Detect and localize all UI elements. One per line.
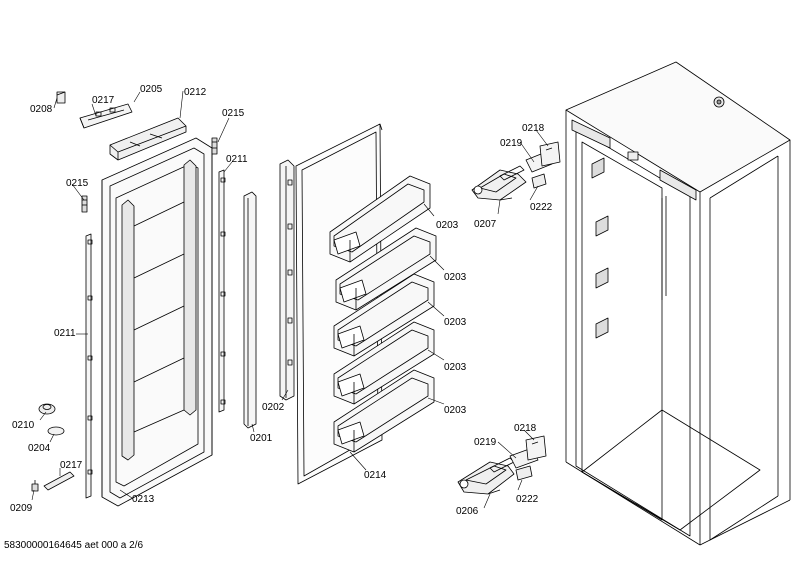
part-0215-top-clip (211, 137, 218, 155)
drawing-code: 58300000164645 aet 000 a 2/6 (4, 540, 144, 551)
label-0214: 0214 (364, 470, 387, 481)
label-0218-top: 0218 (522, 123, 545, 134)
label-0211-middle: 0211 (226, 154, 248, 165)
label-0203-3: 0203 (444, 317, 467, 328)
part-0222-screw-bottom (515, 465, 533, 481)
part-0209-screw (31, 480, 39, 492)
label-0205: 0205 (140, 84, 163, 95)
label-0217-bottom: 0217 (60, 460, 83, 471)
label-0219-top: 0219 (500, 138, 523, 149)
part-0203-shelf-4 (333, 321, 435, 405)
part-0222-screw-top (531, 173, 547, 189)
label-0207: 0207 (474, 219, 497, 230)
label-0203-5: 0203 (444, 405, 467, 416)
part-labels: 0208 0217 0205 0212 0215 0211 0215 0211 … (10, 84, 553, 517)
part-0212-cover (109, 117, 187, 161)
part-0205-bracket (79, 103, 133, 129)
label-0202: 0202 (262, 402, 285, 413)
part-0203-shelf-2 (335, 227, 437, 311)
label-0219-bottom: 0219 (474, 437, 497, 448)
part-0204-cap (47, 426, 65, 436)
part-0203-shelf-3 (333, 273, 435, 357)
leader-lines (31, 90, 549, 509)
part-0202-rail (279, 159, 295, 401)
part-0208-clip (56, 91, 66, 104)
label-0211-left: 0211 (54, 328, 76, 339)
label-0218-bottom: 0218 (514, 423, 537, 434)
label-0203-4: 0203 (444, 362, 467, 373)
label-0213: 0213 (132, 494, 155, 505)
label-0201: 0201 (250, 433, 273, 444)
label-0203-2: 0203 (444, 272, 467, 283)
part-0211-left-rail (85, 233, 93, 499)
part-0201-strip (243, 191, 257, 429)
label-0208: 0208 (30, 104, 53, 115)
label-0209: 0209 (10, 503, 33, 514)
label-0222-bottom: 0222 (516, 494, 539, 505)
part-0218-plate-bottom (525, 435, 547, 461)
part-0203-shelf-1 (329, 175, 431, 263)
label-0215-left: 0215 (66, 178, 89, 189)
part-0213-door-frame (101, 137, 213, 507)
part-0207-hinge-top (471, 165, 527, 201)
part-0217-bottom-strip (43, 471, 75, 491)
part-0203-shelf-5 (333, 369, 435, 453)
label-0210: 0210 (12, 420, 35, 431)
label-0222-top: 0222 (530, 202, 553, 213)
part-0218-plate-top (539, 141, 561, 167)
part-0211-middle-rail (218, 169, 226, 413)
part-0210-knob (38, 403, 56, 415)
label-0217-top: 0217 (92, 95, 115, 106)
cabinet-body (565, 61, 791, 546)
part-0215-left-clip (81, 195, 88, 213)
label-0204: 0204 (28, 443, 51, 454)
part-0206-hinge-bottom (457, 457, 515, 495)
label-0212: 0212 (184, 87, 207, 98)
label-0203-1: 0203 (436, 220, 459, 231)
label-0215-top: 0215 (222, 108, 245, 119)
label-0206: 0206 (456, 506, 479, 517)
